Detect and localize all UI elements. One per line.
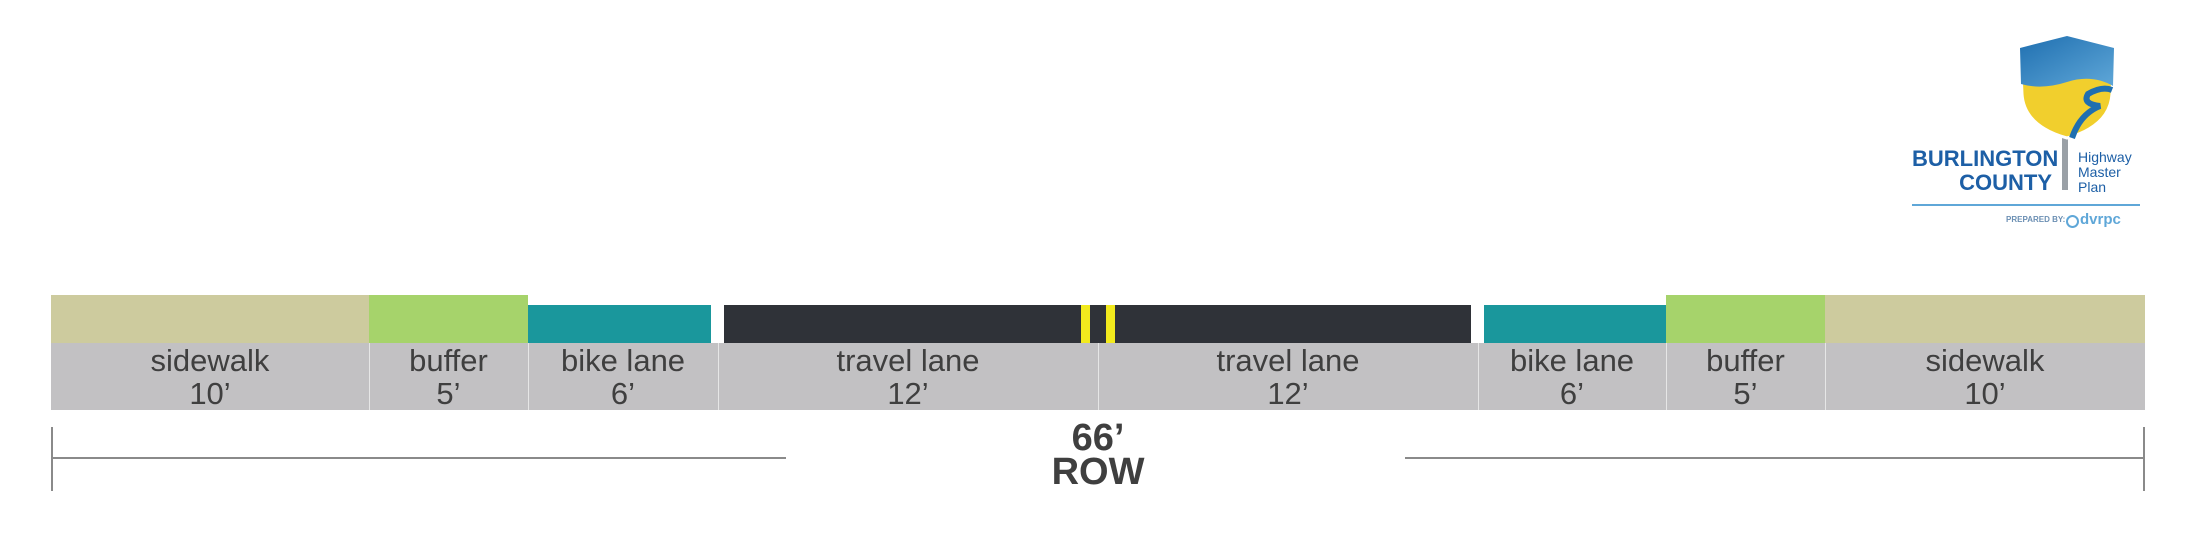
segment-width: 12’: [887, 375, 929, 411]
segment-name: travel lane: [1216, 342, 1360, 378]
segment-width: 10’: [1964, 375, 2006, 411]
dimension-tick-right: [2143, 427, 2145, 491]
segment-name: travel lane: [836, 342, 980, 378]
cell-divider: [1825, 343, 1826, 410]
logo-line-county: COUNTY: [1959, 170, 2052, 195]
logo-line-highway: Highway: [2078, 149, 2132, 165]
segment-label-sidewalk-left: sidewalk 10’: [51, 343, 369, 410]
logo-line-burlington: BURLINGTON: [1912, 146, 2059, 171]
shield-sign-icon: [2018, 34, 2116, 190]
dimension-tick-left: [51, 427, 53, 491]
segment-name: buffer: [409, 342, 488, 378]
total-width-label: 66’: [1071, 417, 1125, 459]
segment-width: 5’: [436, 375, 461, 411]
cell-divider: [1478, 343, 1479, 410]
sidewalk-left-surface: [51, 295, 369, 343]
segment-name: sidewalk: [150, 342, 270, 378]
cell-divider: [369, 343, 370, 410]
row-label: ROW: [1051, 451, 1145, 493]
dimension-line-right: [1405, 457, 2145, 459]
segment-width: 6’: [1559, 375, 1585, 411]
prepared-by-label: PREPARED BY:: [2006, 215, 2066, 224]
sidewalk-right-surface: [1825, 295, 2145, 343]
centerline-left-stripe: [1081, 305, 1090, 343]
dvrpc-mark-icon: [2066, 215, 2079, 228]
segment-name: bike lane: [1509, 342, 1635, 378]
centerline-right-stripe: [1106, 305, 1115, 343]
buffer-left-surface: [369, 295, 528, 343]
cell-divider: [1666, 343, 1667, 410]
segment-name: sidewalk: [1925, 342, 2045, 378]
cell-divider: [528, 343, 529, 410]
segment-label-buffer-left: buffer 5’: [369, 343, 528, 410]
logo-underline: [1912, 204, 2140, 206]
segment-label-bike-lane-right: bike lane 6’: [1478, 343, 1666, 410]
segment-label-travel-lane-left: travel lane 12’: [718, 343, 1098, 410]
segment-name: buffer: [1706, 342, 1785, 378]
bike-lane-left-surface: [528, 305, 711, 343]
logo-line-master: Master: [2078, 164, 2121, 180]
segment-width: 5’: [1733, 375, 1758, 411]
segment-label-sidewalk-right: sidewalk 10’: [1825, 343, 2145, 410]
segment-width: 6’: [610, 375, 636, 411]
segment-width: 10’: [189, 375, 231, 411]
segment-label-travel-lane-right: travel lane 12’: [1098, 343, 1478, 410]
buffer-right-surface: [1666, 295, 1825, 343]
logo-line-plan: Plan: [2078, 179, 2107, 195]
segment-name: bike lane: [560, 342, 686, 378]
segment-width: 12’: [1267, 375, 1309, 411]
cell-divider: [1098, 343, 1099, 410]
travel-lanes-surface: [724, 305, 1471, 343]
org-name: dvrpc: [2080, 211, 2121, 228]
segment-label-buffer-right: buffer 5’: [1666, 343, 1825, 410]
dimension-line-left: [51, 457, 786, 459]
segment-label-bike-lane-left: bike lane 6’: [528, 343, 718, 410]
bike-lane-right-surface: [1484, 305, 1666, 343]
cell-divider: [718, 343, 719, 410]
